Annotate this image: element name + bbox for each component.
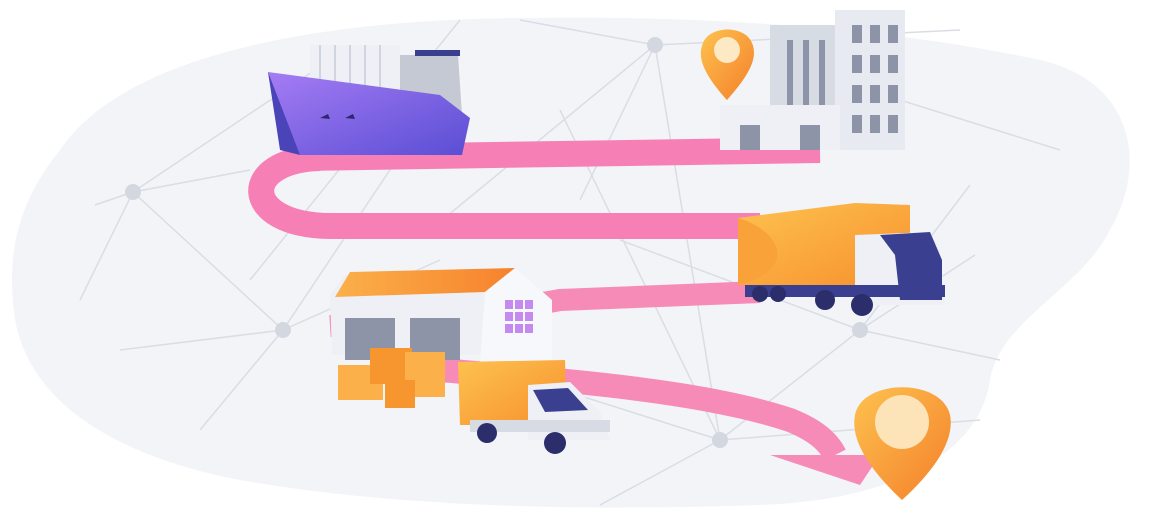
destination-pin-icon — [854, 387, 951, 500]
route-arrowhead — [770, 455, 880, 485]
delivery-route — [248, 137, 821, 239]
cardboard-boxes — [338, 348, 445, 408]
freight-truck — [738, 203, 945, 316]
location-pin-icon — [700, 29, 754, 100]
network-nodes — [125, 37, 868, 448]
office-building — [720, 10, 905, 150]
warehouse — [330, 268, 552, 362]
cargo-ship — [268, 45, 470, 155]
delivery-van — [458, 360, 610, 454]
